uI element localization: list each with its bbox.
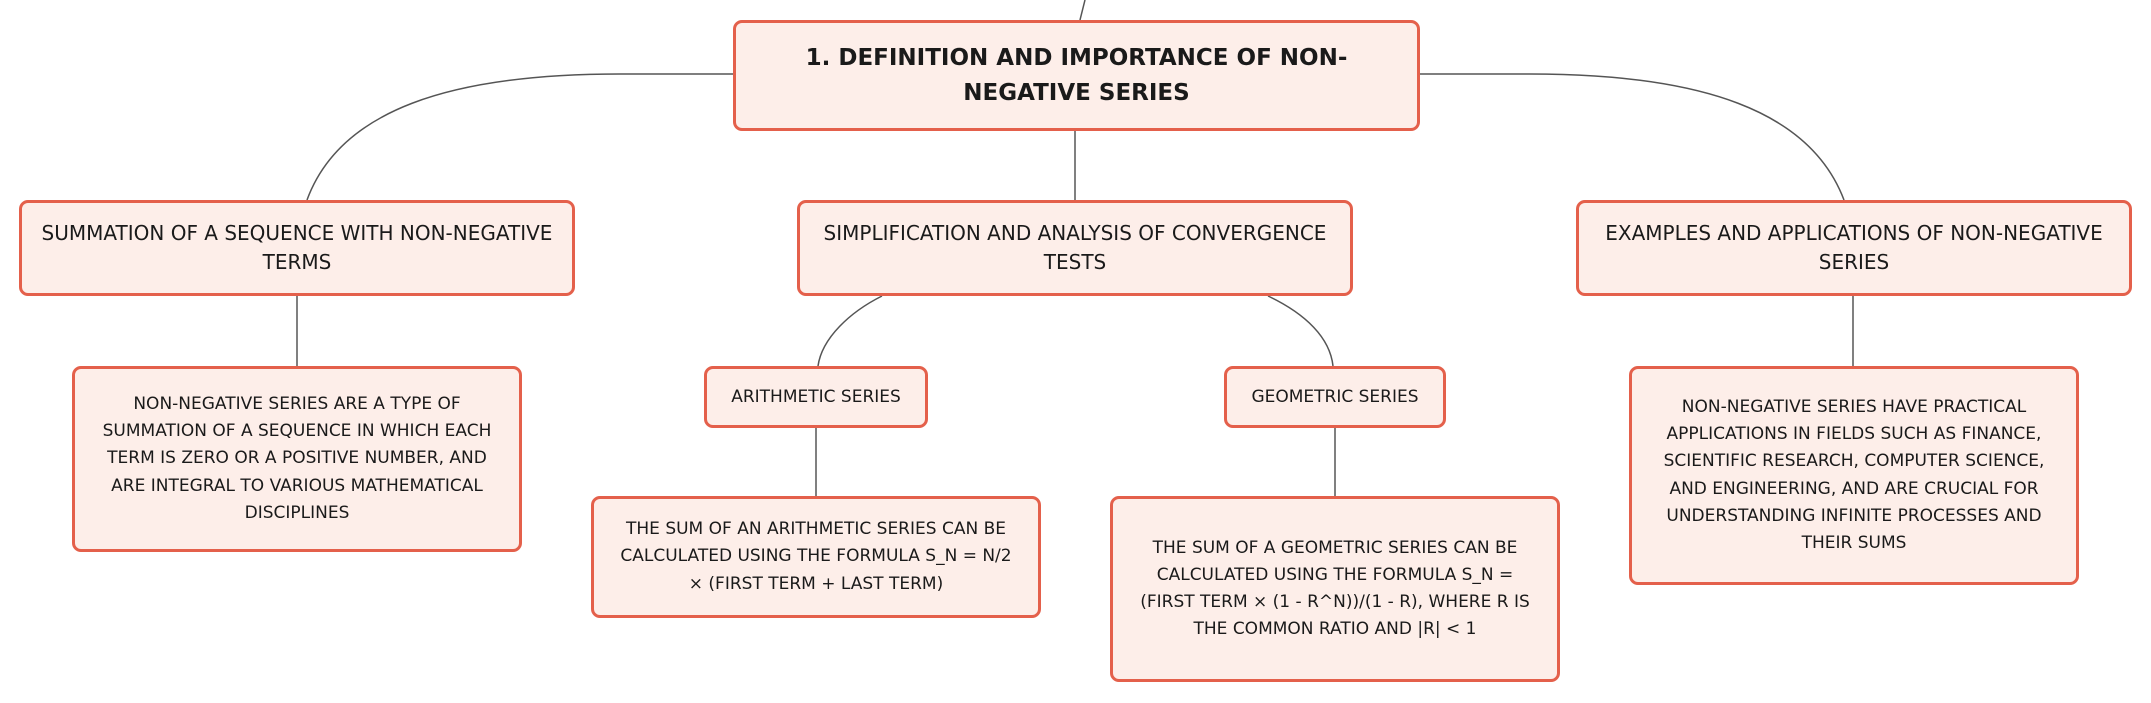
root-topic-node[interactable]: 1. DEFINITION AND IMPORTANCE OF NON-NEGA…: [733, 20, 1420, 131]
connector-root-to-examples: [1420, 73, 1845, 201]
geometric-series-node[interactable]: GEOMETRIC SERIES: [1224, 366, 1446, 428]
connector-root-to-summation: [306, 73, 733, 201]
connector-simplification-to-geometric: [1267, 295, 1334, 367]
examples-detail-node[interactable]: NON-NEGATIVE SERIES HAVE PRACTICAL APPLI…: [1629, 366, 2079, 585]
geometric-series-label: GEOMETRIC SERIES: [1251, 386, 1419, 407]
summation-detail-node[interactable]: NON-NEGATIVE SERIES ARE A TYPE OF SUMMAT…: [72, 366, 522, 552]
arithmetic-series-label: ARITHMETIC SERIES: [731, 386, 901, 407]
topic-examples-node[interactable]: EXAMPLES AND APPLICATIONS OF NON-NEGATIV…: [1576, 200, 2132, 296]
summation-detail-text: NON-NEGATIVE SERIES ARE A TYPE OF SUMMAT…: [102, 394, 492, 523]
arithmetic-series-node[interactable]: ARITHMETIC SERIES: [704, 366, 928, 428]
topic-simplification-node[interactable]: SIMPLIFICATION AND ANALYSIS OF CONVERGEN…: [797, 200, 1353, 296]
topic-summation-node[interactable]: SUMMATION OF A SEQUENCE WITH NON-NEGATIV…: [19, 200, 575, 296]
arithmetic-detail-node[interactable]: THE SUM OF AN ARITHMETIC SERIES CAN BE C…: [591, 496, 1041, 618]
arithmetic-detail-text: THE SUM OF AN ARITHMETIC SERIES CAN BE C…: [620, 519, 1012, 594]
topic-summation-label: SUMMATION OF A SEQUENCE WITH NON-NEGATIV…: [41, 221, 553, 274]
connector-parent-to-root: [1079, 0, 1086, 21]
examples-detail-text: NON-NEGATIVE SERIES HAVE PRACTICAL APPLI…: [1663, 396, 2045, 553]
topic-examples-label: EXAMPLES AND APPLICATIONS OF NON-NEGATIV…: [1605, 221, 2103, 274]
geometric-detail-node[interactable]: THE SUM OF A GEOMETRIC SERIES CAN BE CAL…: [1110, 496, 1560, 682]
root-topic-label: 1. DEFINITION AND IMPORTANCE OF NON-NEGA…: [805, 45, 1348, 106]
connector-simplification-to-arithmetic: [817, 295, 883, 367]
topic-simplification-label: SIMPLIFICATION AND ANALYSIS OF CONVERGEN…: [823, 221, 1327, 274]
geometric-detail-text: THE SUM OF A GEOMETRIC SERIES CAN BE CAL…: [1140, 537, 1530, 640]
